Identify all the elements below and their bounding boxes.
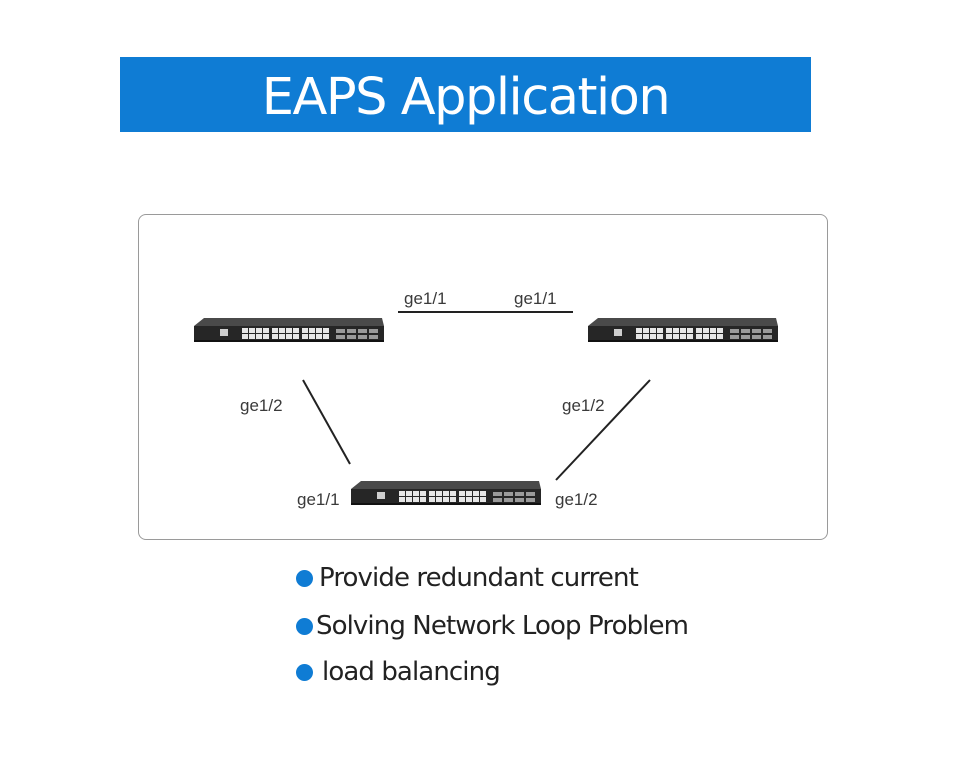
- diagram-frame: [138, 214, 828, 540]
- list-item: Solving Network Loop Problem: [296, 611, 689, 641]
- page-title: EAPS Application: [261, 68, 671, 127]
- list-item-text: Solving Network Loop Problem: [316, 611, 689, 641]
- list-item-text: load balancing: [322, 657, 501, 687]
- list-item: load balancing: [296, 657, 501, 687]
- bullet-dot-icon: [296, 617, 313, 635]
- list-item: Provide redundant current: [296, 563, 639, 593]
- title-banner: EAPS Application: [120, 57, 811, 132]
- list-item-text: Provide redundant current: [319, 563, 639, 593]
- bullet-dot-icon: [296, 569, 313, 587]
- bullet-dot-icon: [296, 663, 313, 681]
